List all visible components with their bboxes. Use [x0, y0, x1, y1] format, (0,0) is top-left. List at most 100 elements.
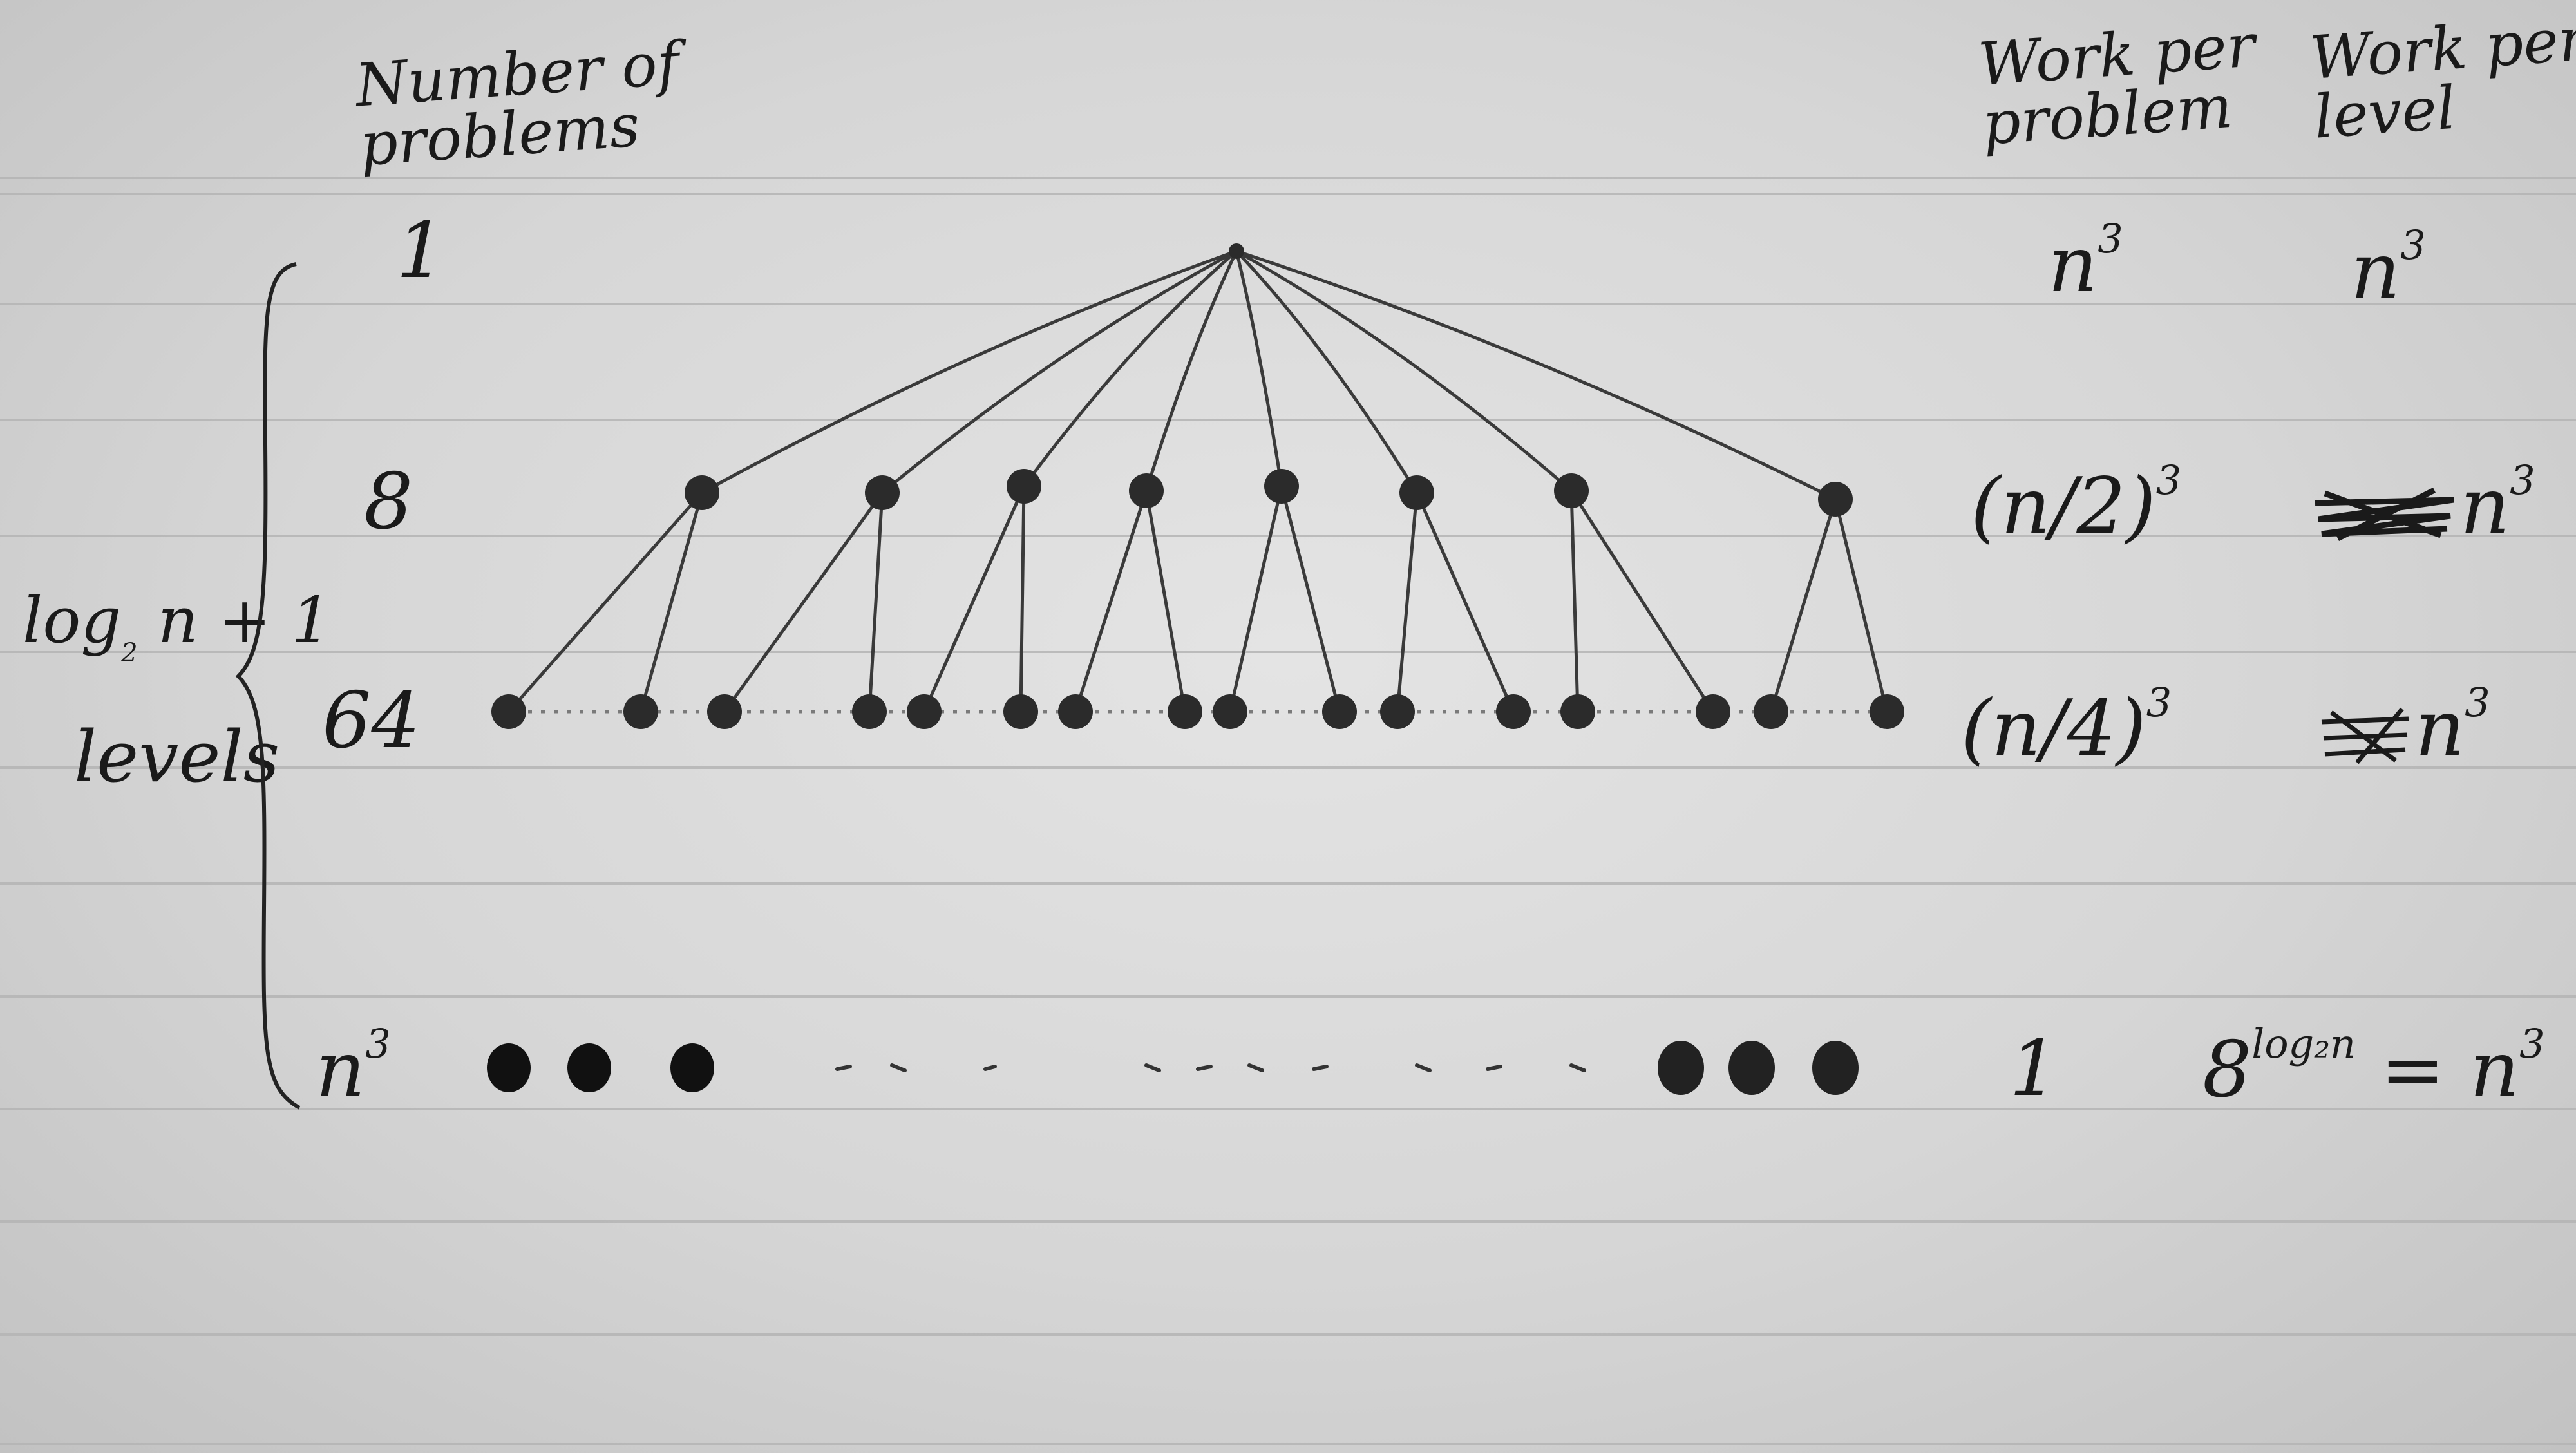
tree-edge [1144, 490, 1187, 712]
work-per-problem-exponent: 3 [2155, 457, 2182, 504]
tree-node-level-2 [1560, 694, 1595, 729]
row-count: 1 [396, 213, 445, 290]
row-count-value: 1 [396, 206, 446, 296]
tree-edge [1569, 490, 1580, 712]
ellipsis-dash [1196, 1065, 1213, 1071]
tree-node-level-1 [865, 475, 900, 510]
tree-node-level-2 [491, 694, 526, 729]
ruled-line [0, 1108, 2576, 1110]
ruled-line [0, 766, 2576, 769]
log-base: 2 [121, 638, 138, 668]
tree-edge [1235, 251, 1283, 487]
tree-node-level-1 [1818, 482, 1853, 517]
ruled-line [0, 882, 2576, 885]
row-count-exponent: 3 [365, 1020, 391, 1067]
leaf-node [1658, 1041, 1704, 1095]
leaf-node [1812, 1041, 1859, 1095]
ellipsis-dash [1144, 1063, 1161, 1072]
work-per-problem-base: (n/2) [1971, 462, 2156, 551]
row-count: n3 [316, 1024, 391, 1109]
scribble-drawing [2315, 487, 2454, 541]
tree-node-level-2 [1003, 694, 1038, 729]
ellipsis-dash [890, 1063, 907, 1072]
tree-node-level-2 [1058, 694, 1093, 729]
work-per-level-exponent: 3 [2400, 222, 2426, 269]
tree-edge [1833, 499, 1889, 712]
tree-edge [639, 492, 704, 712]
tree-edge [1396, 492, 1419, 712]
tree-node-level-2 [707, 694, 742, 729]
row-count: 8 [364, 464, 413, 541]
work-per-level: 8log₂n = n3 [2202, 1024, 2545, 1109]
ruled-line [0, 1220, 2576, 1223]
tree-edge [1235, 250, 1419, 494]
tree-node-level-2 [1696, 694, 1730, 729]
ellipsis-dash [1247, 1063, 1264, 1072]
tree-node-level-2 [907, 694, 942, 729]
tree-node-level-2 [1322, 694, 1357, 729]
row-count-value: 8 [364, 457, 413, 547]
tree-node-level-1 [1264, 469, 1299, 504]
tree-edge [1236, 249, 1837, 501]
tree-node-level-1 [1007, 469, 1041, 504]
ruled-line [0, 303, 2576, 305]
ruled-line [0, 419, 2576, 421]
ruled-line [0, 1443, 2576, 1445]
work-per-level-base: 8 [2202, 1025, 2252, 1115]
tree-node-level-1 [1399, 475, 1434, 510]
work-per-problem: n3 [2048, 219, 2123, 304]
tree-edge [1228, 486, 1283, 712]
tree-edge [1415, 491, 1515, 713]
work-per-problem: (n/4)3 [1961, 683, 2172, 768]
tree-edge [1019, 486, 1026, 712]
work-per-level-exponent: 3 [2510, 457, 2535, 504]
tree-edge [1569, 489, 1715, 713]
ruled-line [0, 193, 2576, 195]
tree-node-level-1 [1129, 473, 1164, 508]
tree-edge [1022, 250, 1238, 488]
leaf-node [1728, 1041, 1775, 1095]
tree-edge [1235, 249, 1573, 492]
tree-node-level-2 [1754, 694, 1788, 729]
crossed-out-scribble [2318, 706, 2415, 764]
row-count: 64 [322, 683, 421, 760]
ellipsis-dash [1415, 1063, 1432, 1072]
tree-edge [507, 491, 703, 713]
leaf-node [567, 1043, 611, 1092]
work-per-level: n3 [2312, 461, 2535, 546]
tree-node-level-2 [1870, 694, 1904, 729]
ruled-line [0, 1333, 2576, 1336]
tree-edge [1074, 490, 1148, 712]
ruled-line [0, 651, 2576, 653]
tree-node-level-1 [1554, 473, 1589, 508]
ruled-line [0, 995, 2576, 998]
work-per-problem-base: 1 [2009, 1024, 2059, 1114]
tree-edge [1769, 499, 1837, 712]
log-text: log [23, 584, 122, 658]
work-per-level-base: n [2351, 227, 2401, 316]
tree-edge [701, 249, 1237, 495]
row-count-value: n [316, 1025, 366, 1115]
ellipsis-dash [1569, 1063, 1586, 1072]
ruled-line [0, 177, 2576, 179]
ellipsis-dash [1486, 1065, 1502, 1071]
leaf-node [670, 1043, 714, 1092]
work-per-level: n3 [2318, 683, 2490, 768]
tree-node-level-2 [1168, 694, 1202, 729]
work-per-level-equals: = n [2380, 1025, 2520, 1115]
tree-edge [1280, 486, 1341, 712]
levels-expression: n + 1 [157, 584, 332, 658]
ellipsis-dash [983, 1065, 997, 1071]
levels-count-label: log2 n + 1 [23, 589, 332, 666]
work-per-problem-base: n [2048, 220, 2098, 310]
work-per-level-exponent: 3 [2465, 679, 2490, 726]
tree-edge [723, 491, 884, 713]
tree-node-level-2 [1380, 694, 1415, 729]
levels-word: levels [74, 716, 280, 798]
tree-edge [881, 249, 1238, 494]
ruled-line [0, 535, 2576, 537]
ellipsis-dash [1312, 1065, 1329, 1071]
tree-node-level-1 [685, 475, 719, 510]
